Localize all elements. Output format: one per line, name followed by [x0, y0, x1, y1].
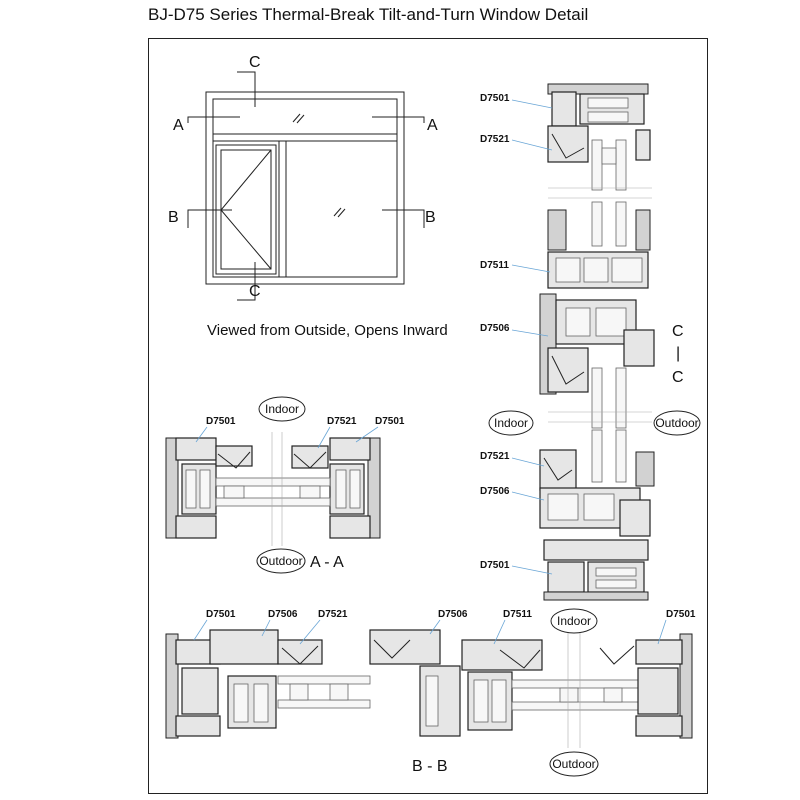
bb-part-2: D7506 [268, 609, 298, 620]
cc-part-3: D7511 [480, 260, 509, 271]
aa-section-label: A - A [310, 554, 344, 571]
cc-outdoor-label: Outdoor [655, 416, 698, 430]
cc-section-label-top: C [672, 323, 684, 340]
cc-part-6: D7506 [480, 486, 510, 497]
aa-indoor-label: Indoor [265, 402, 299, 416]
bb-outdoor-label: Outdoor [552, 757, 595, 771]
cc-part-7: D7501 [480, 560, 510, 571]
cc-part-5: D7521 [480, 451, 510, 462]
bb-indoor-label: Indoor [557, 614, 591, 628]
window-elevation [187, 71, 425, 301]
marker-a-right: A [427, 117, 438, 134]
bb-part-3: D7521 [318, 609, 348, 620]
marker-c-top: C [249, 54, 261, 71]
section-cc-drawing [511, 83, 655, 601]
bb-section-label: B - B [412, 758, 448, 775]
aa-part-sash: D7521 [327, 416, 357, 427]
marker-c-bottom: C [249, 283, 261, 300]
bb-part-4: D7506 [438, 609, 468, 620]
cc-indoor-label: Indoor [494, 416, 528, 430]
aa-part-right-frame: D7501 [375, 416, 405, 427]
cc-part-1: D7501 [480, 93, 510, 104]
marker-b-right: B [425, 209, 436, 226]
bb-part-1: D7501 [206, 609, 236, 620]
aa-part-left-frame: D7501 [206, 416, 236, 427]
cc-section-label-bottom: C [672, 369, 684, 386]
cc-part-2: D7521 [480, 134, 510, 145]
cc-part-4: D7506 [480, 323, 510, 334]
section-bb-drawing [165, 619, 693, 748]
marker-a-left: A [173, 117, 184, 134]
drawing-title: BJ-D75 Series Thermal-Break Tilt-and-Tur… [148, 5, 589, 24]
marker-b-left: B [168, 209, 179, 226]
elevation-caption: Viewed from Outside, Opens Inward [207, 322, 448, 339]
bb-part-5: D7511 [503, 609, 532, 620]
cc-section-label-bar: | [676, 345, 680, 362]
aa-outdoor-label: Outdoor [259, 554, 302, 568]
drawing-frame [148, 38, 708, 794]
bb-part-6: D7501 [666, 609, 696, 620]
section-aa-drawing [165, 426, 381, 546]
